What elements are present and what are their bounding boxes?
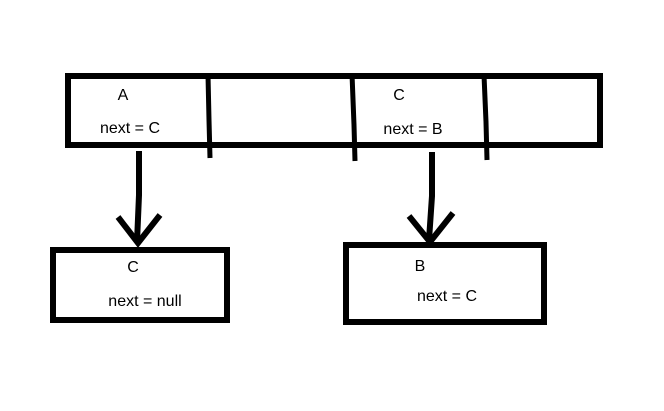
array-cell-empty-2 [489,76,600,145]
array-cell-a-key: A [117,87,129,104]
node-b-key: B [414,258,426,275]
node-c-next: next = null [108,293,182,310]
array-cell-empty-1 [211,76,349,145]
node-b-next: next = C [416,288,478,305]
arrow-c-to-node-b [406,152,456,247]
array-divider-3 [481,74,490,161]
array-outline [65,73,603,148]
node-b: B next = C [346,245,544,322]
array-cell-c: C next = B [355,76,481,145]
node-c-box [50,247,230,323]
array-divider-2 [349,73,358,162]
array-cell-c-next: next = B [383,121,443,138]
node-b-box [343,242,547,325]
arrow-shaft [426,152,435,241]
node-c-key: C [127,259,139,276]
array-divider-1 [205,74,213,159]
array-cell-a: A next = C [68,76,205,145]
node-c: C next = null [53,250,227,320]
arrow-head-icon [115,213,163,248]
array-cell-c-key: C [393,87,405,104]
array-cell-a-next: next = C [99,120,161,137]
arrow-shaft [134,151,142,243]
arrow-a-to-node-c [115,151,163,248]
